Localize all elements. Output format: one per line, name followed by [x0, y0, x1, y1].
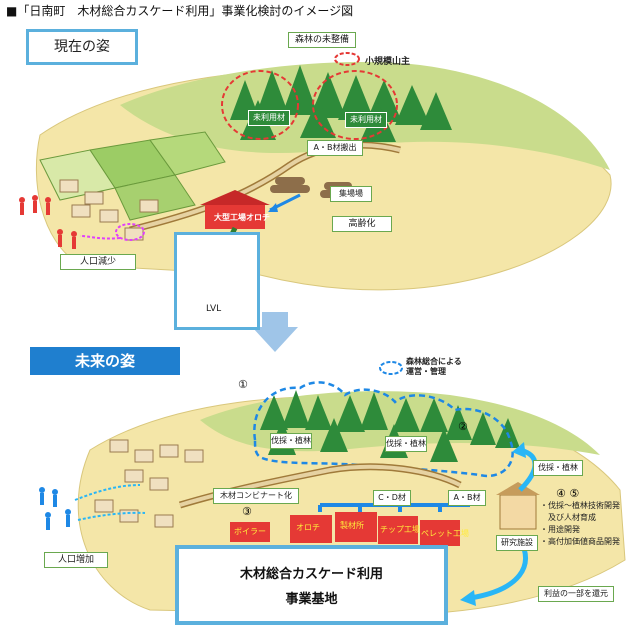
factory-label-3: 製材所 — [340, 521, 364, 530]
population-decline-label: 人口減少 — [60, 254, 136, 270]
population-increase-label: 人口増加 — [44, 552, 108, 568]
cascade-hub-box: 木材総合カスケード利用 事業基地 — [175, 545, 448, 625]
mill-sign-1: 大型工場 — [214, 213, 246, 222]
people-increase — [39, 487, 71, 530]
factory-label-4: チップ工場 — [380, 525, 420, 534]
unmanaged-outline-1 — [221, 70, 299, 140]
management-legend-line1: 森林総合による — [406, 357, 462, 366]
initiative-item: ・伐採～植林技術開発 — [540, 501, 620, 510]
initiative-item: 及び人材育成 — [540, 513, 596, 522]
forest-unmanaged-label: 森林の未整備 — [288, 32, 356, 48]
management-boundary — [253, 381, 514, 478]
return-profit-label: 利益の一部を還元 — [538, 586, 614, 602]
thinning-label-1: 伐採・植林 — [270, 433, 312, 449]
felling-planting-label: 伐採・植林 — [533, 460, 583, 476]
hub-title-line1: 木材総合カスケード利用 — [239, 567, 383, 582]
future-factories — [230, 512, 460, 546]
management-legend-label: 森林総合による 運営・管理 — [406, 357, 462, 377]
factory-label-5: ペレット工場 — [421, 529, 469, 538]
research-label: 研究施設 — [496, 535, 538, 551]
lvl-box — [174, 232, 260, 330]
ab-timber-label: A・B材 — [448, 490, 486, 506]
step-2: ② — [458, 420, 468, 433]
page-title: ■「日南町 木材総合カスケード利用」事業化検討のイメージ図 — [6, 4, 354, 18]
step-3: ③ — [242, 505, 252, 518]
thinning-label-2: 伐採・植林 — [385, 436, 427, 452]
current-village — [59, 179, 159, 241]
farm-fields — [39, 131, 226, 221]
increase-arrows — [74, 484, 146, 521]
factory-label-2: オロチ — [296, 523, 320, 532]
hub-title-line2: 事業基地 — [285, 592, 338, 607]
yard-label: 集場場 — [330, 186, 372, 202]
current-mill — [200, 190, 270, 229]
initiative-item: ・用途開発 — [540, 525, 580, 534]
people-decline — [19, 195, 77, 249]
ab-haul-label: A・B材搬出 — [307, 140, 363, 156]
small-owner-label: 小規模山主 — [365, 57, 411, 67]
management-legend — [379, 361, 403, 375]
unmanaged-outline-2 — [312, 70, 398, 140]
cd-timber-label: C・D材 — [373, 490, 411, 506]
decline-circle — [115, 223, 145, 241]
factory-label-1: ボイラー — [234, 527, 266, 536]
lvl-label: LVL — [206, 304, 222, 314]
research-building — [496, 482, 540, 530]
current-state-heading: 現在の姿 — [26, 29, 138, 65]
step-4-5: ④ ⑤ — [556, 487, 580, 500]
kombinat-label: 木材コンビナート化 — [213, 488, 299, 504]
management-legend-line2: 運営・管理 — [406, 367, 446, 376]
decline-arrow — [79, 235, 121, 240]
aging-label: 高齢化 — [332, 216, 392, 232]
initiative-list: ・伐採～植林技術開発 及び人材育成 ・用途開発 ・高付加価値商品開発 — [540, 500, 620, 548]
small-owner-legend — [334, 52, 360, 66]
future-state-heading: 未来の姿 — [30, 347, 180, 375]
unused-timber-label-1: 未利用材 — [248, 110, 290, 126]
initiative-item: ・高付加価値商品開発 — [540, 537, 620, 546]
unused-timber-label-2: 未利用材 — [345, 112, 387, 128]
mill-sign-2: オロチ — [246, 213, 270, 222]
transition-arrow — [252, 312, 298, 352]
step-1: ① — [238, 378, 248, 391]
